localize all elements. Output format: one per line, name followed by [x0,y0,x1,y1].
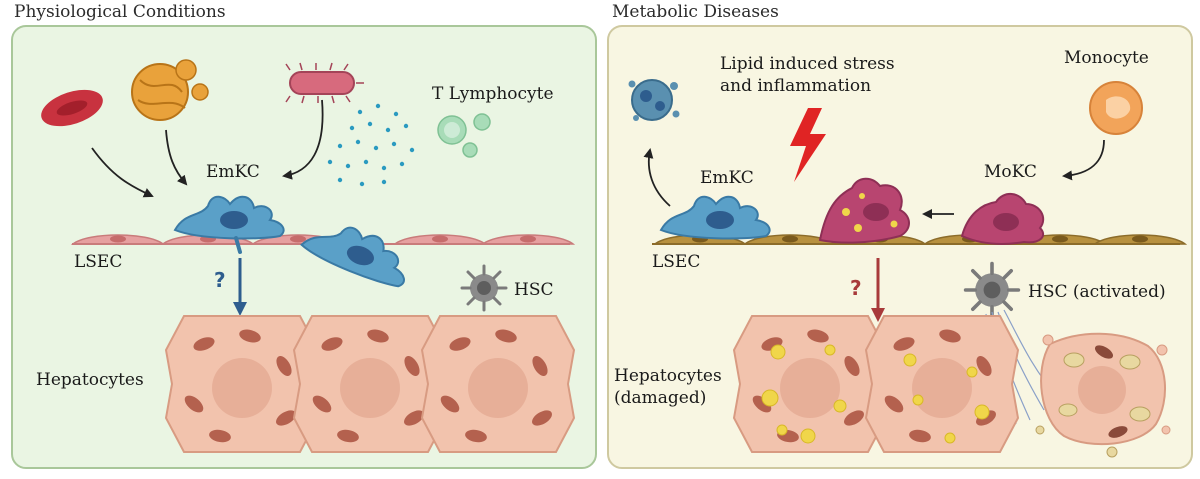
particle-dots-icon [327,103,415,187]
hepatocytes-left [165,315,575,453]
question-mark-left: ? [214,268,226,292]
t-lymphocyte-icon [437,113,491,158]
arrow-emkc-to-death [643,148,671,207]
hsc-icon [460,264,508,312]
left-panel-title: Physiological Conditions [14,2,226,22]
red-blood-cell-icon [41,89,103,127]
mokc-lipid-laden-icon [818,177,910,244]
arrow-particles-to-emkc [165,129,188,186]
hepatocytes-label-right-line1: Hepatocytes [614,366,722,386]
arrow-rbc-to-emkc [91,147,154,198]
t-lymphocyte-label: T Lymphocyte [432,84,554,104]
right-panel-title: Metabolic Diseases [612,2,779,22]
hepatocytes-label-left: Hepatocytes [36,370,144,390]
arrow-bacterium-to-emkc [282,99,324,180]
lsec-label-left: LSEC [74,252,123,272]
hepatocytes-label-right-line2: (damaged) [614,388,707,408]
stress-label-line1: Lipid induced stress [720,54,895,74]
apoptotic-kc-icon [628,79,680,121]
mokc-label: MoKC [984,162,1037,182]
emkc-cell-icon [174,195,285,254]
mokc-cell-icon [960,193,1045,245]
bacterium-icon [285,62,364,104]
lightning-icon [790,108,826,182]
emkc-label-left: EmKC [206,162,260,182]
stress-label-line2: and inflammation [720,76,872,96]
particle-cluster-icon [131,59,209,121]
hsc-activated-icon [963,261,1021,319]
hsc-label: HSC [514,280,554,300]
monocyte-label: Monocyte [1064,48,1149,68]
question-mark-right: ? [850,276,862,300]
hsc-activated-label: HSC (activated) [1028,282,1166,302]
lsec-layer-right [652,234,1186,245]
lsec-label-right: LSEC [652,252,701,272]
emkc-label-right: EmKC [700,168,754,188]
dying-hepatocyte-icon [1035,332,1171,458]
hepatocytes-damaged [733,315,1019,453]
arrow-monocyte-to-mokc [1062,139,1105,181]
monocyte-icon [1089,81,1143,135]
